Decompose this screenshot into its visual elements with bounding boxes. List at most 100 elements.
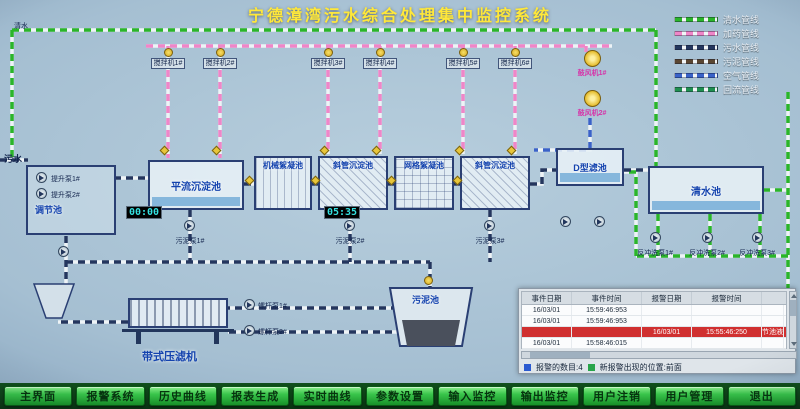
- tank-label: 斜管沉淀池: [333, 161, 373, 170]
- motor-icon: [458, 48, 468, 57]
- new-alarm-icon: [587, 364, 595, 371]
- fan-icon: [583, 50, 601, 67]
- mixer-label: 搅拌机6#: [497, 58, 533, 69]
- header-alarm-time: 报警时间: [692, 292, 762, 304]
- screw-pump-1-label: 螺杆泵1#: [258, 303, 287, 310]
- cell: 15:59:46:953: [572, 316, 642, 326]
- backwash-pump-1-icon[interactable]: [650, 232, 661, 243]
- nav-button-user-manage[interactable]: 用户管理: [655, 386, 724, 406]
- sludge-pump-2-label: 污泥泵2#: [335, 238, 365, 245]
- horizontal-scrollbar[interactable]: [521, 351, 797, 359]
- tank-label: 网格絮凝池: [404, 161, 444, 170]
- legend-item: 空气管线: [674, 68, 794, 82]
- nav-button-history-curve[interactable]: 历史曲线: [148, 386, 218, 406]
- clean-water-line-label: 清水: [14, 23, 28, 30]
- mixer-unit-3[interactable]: 搅拌机3#: [305, 48, 351, 69]
- blower-label: 鼓风机2#: [577, 110, 607, 117]
- mixer-label: 搅拌机2#: [202, 58, 238, 69]
- sludge-pump-3-label: 污泥泵3#: [475, 238, 505, 245]
- mixer-unit-4[interactable]: 搅拌机4#: [357, 48, 403, 69]
- scroll-thumb[interactable]: [790, 300, 796, 316]
- press-base: [122, 329, 234, 332]
- screw-pump-2-label: 螺杆泵2#: [258, 329, 287, 336]
- legend-swatch-return: [674, 86, 718, 92]
- mixer-unit-2[interactable]: 搅拌机2#: [197, 48, 243, 69]
- hopper-pump-icon[interactable]: [58, 246, 69, 257]
- cell: 15:59:46:953: [572, 305, 642, 315]
- backwash-pump-3-icon[interactable]: [752, 232, 763, 243]
- tank-label: 机械絮凝池: [263, 161, 303, 170]
- screw-pump-1-icon[interactable]: [244, 299, 255, 310]
- lift-pump-1-label: 提升泵1#: [51, 176, 80, 183]
- lift-pump-2-icon[interactable]: [36, 188, 47, 199]
- motor-icon: [323, 48, 333, 57]
- backwash-pump-2-icon[interactable]: [702, 232, 713, 243]
- nav-button-realtime-curve[interactable]: 实时曲线: [293, 386, 362, 406]
- legend-swatch-sewage: [674, 44, 718, 50]
- alarm-row[interactable]: 16/03/01 15:59:46:953: [522, 316, 786, 327]
- nav-button-main[interactable]: 主界面: [4, 386, 73, 406]
- nav-button-report[interactable]: 报表生成: [221, 386, 290, 406]
- alarm-row[interactable]: 16/03/01 15:58:46:015: [522, 338, 786, 349]
- tank-label: 斜管沉淀池: [475, 161, 515, 170]
- filter-pump-icon[interactable]: [594, 216, 605, 227]
- press-leg: [214, 332, 219, 344]
- belt-press-label: 带式压滤机: [142, 351, 197, 363]
- nav-button-output-monitor[interactable]: 输出监控: [510, 386, 579, 406]
- tank-label: 平流沉淀池: [171, 181, 221, 193]
- filter-pump-icon[interactable]: [560, 216, 571, 227]
- mixer-unit-6[interactable]: 搅拌机6#: [492, 48, 538, 69]
- screw-pump-2-icon[interactable]: [244, 325, 255, 336]
- pipe-clean-water: [10, 28, 790, 370]
- clear-water-tank: 清水池: [648, 166, 764, 214]
- sewage-inlet-label: 污水: [4, 154, 23, 164]
- new-alarm-text: 新报警出现的位置:前面: [599, 363, 682, 372]
- motor-icon: [510, 48, 520, 57]
- sludge-tank-label: 污泥池: [412, 295, 440, 305]
- nav-button-exit[interactable]: 退出: [727, 386, 796, 406]
- motor-icon: [375, 48, 385, 57]
- sludge-mixer-motor-icon[interactable]: [424, 276, 433, 285]
- horizontal-sedimentation-tank: 平流沉淀池: [148, 160, 244, 210]
- nav-button-input-monitor[interactable]: 输入监控: [438, 386, 507, 406]
- scroll-thumb[interactable]: [530, 352, 590, 358]
- cell: [762, 338, 784, 348]
- nav-button-parameters[interactable]: 参数设置: [365, 386, 435, 406]
- vertical-scrollbar[interactable]: [789, 291, 797, 349]
- alarm-row-active[interactable]: 16/03/01 15:55:46:250 调节池液位: [522, 327, 786, 338]
- timer-display-2: 05:35: [324, 206, 360, 219]
- sludge-pump-3-icon[interactable]: [484, 220, 495, 231]
- mixer-unit-1[interactable]: 搅拌机1#: [145, 48, 191, 69]
- bottom-nav-bar: 主界面 报警系统 历史曲线 报表生成 实时曲线 参数设置 输入监控 输出监控 用…: [0, 383, 800, 409]
- cell: [642, 338, 692, 348]
- scroll-up-icon[interactable]: [791, 294, 797, 298]
- mixer-label: 搅拌机1#: [150, 58, 186, 69]
- legend-swatch-air: [674, 72, 718, 78]
- alarm-table[interactable]: 事件日期 事件时间 报警日期 报警时间 16/03/01 15:59:46:95…: [521, 291, 787, 349]
- blower-unit-1[interactable]: 鼓风机1#: [570, 50, 614, 78]
- mixer-unit-5[interactable]: 搅拌机5#: [440, 48, 486, 69]
- regulation-tank-label: 调节池: [35, 205, 63, 215]
- legend-swatch-clean: [674, 16, 718, 22]
- motor-icon: [163, 48, 173, 57]
- lift-pump-1-icon[interactable]: [36, 172, 47, 183]
- water-fill: [652, 201, 760, 210]
- belt-filter-press[interactable]: [128, 298, 228, 328]
- sludge-pump-1-icon[interactable]: [184, 220, 195, 231]
- sludge-pump-2-icon[interactable]: [344, 220, 355, 231]
- legend-swatch-sludge: [674, 58, 718, 64]
- blower-unit-2[interactable]: 鼓风机2#: [570, 90, 614, 118]
- inclined-tube-sed-tank-2: 斜管沉淀池: [460, 156, 530, 210]
- cell: [692, 338, 762, 348]
- nav-button-user-logout[interactable]: 用户注销: [582, 386, 652, 406]
- mechanical-flocculation-tank: 机械絮凝池: [254, 156, 312, 210]
- nav-button-alarm-system[interactable]: 报警系统: [76, 386, 145, 406]
- cell: [762, 316, 784, 326]
- scroll-down-icon[interactable]: [791, 342, 797, 346]
- alarm-row[interactable]: 16/03/01 15:59:46:953: [522, 305, 786, 316]
- cell: [642, 305, 692, 315]
- mixer-label: 搅拌机3#: [310, 58, 346, 69]
- cell: 15:55:46:250: [692, 327, 762, 337]
